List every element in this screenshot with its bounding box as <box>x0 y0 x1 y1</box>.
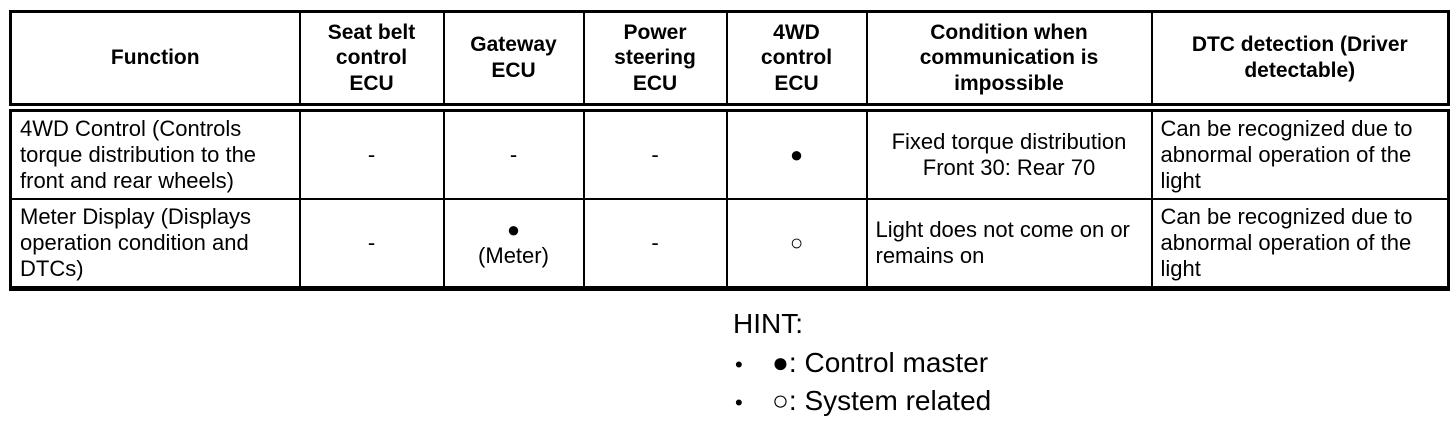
column-header-power-steering-ecu: Power steering ECU <box>582 10 728 112</box>
table-row-4wd-control: 4WD Control (Controls torque distributio… <box>9 106 1450 200</box>
header-row: Function Seat belt control ECU Gateway E… <box>9 10 1450 112</box>
hint-item-label: : System related <box>788 385 992 416</box>
hint-item-control-master: • ● : Control master <box>733 344 991 382</box>
hint-item-label: : Control master <box>788 347 989 378</box>
column-header-4wd-control-ecu: 4WD control ECU <box>725 10 868 112</box>
cell-condition-fixed-torque: Fixed torque distribution Front 30: Rear… <box>865 106 1153 200</box>
column-header-function: Function <box>9 10 301 112</box>
column-header-dtc-detection: DTC detection (Driver detectable) <box>1150 10 1450 112</box>
cell-gateway-dash: - <box>442 106 585 200</box>
ecu-function-table: Function Seat belt control ECU Gateway E… <box>9 10 1450 291</box>
cell-gateway-meter-dot: ● (Meter) <box>442 198 585 290</box>
cell-4wd-system-related-circle-icon: ○ <box>725 198 868 290</box>
hint-title: HINT: <box>733 308 803 339</box>
cell-power-steering-dash: - <box>582 106 728 200</box>
cell-function-4wd-control: 4WD Control (Controls torque distributio… <box>9 106 301 200</box>
cell-condition-light-behavior: Light does not come on or remains on <box>865 198 1153 290</box>
column-header-condition-when-communication-impossible: Condition when communication is impossib… <box>865 10 1153 112</box>
cell-dtc-detection-light: Can be recognized due to abnormal operat… <box>1150 198 1450 290</box>
column-header-gateway-ecu: Gateway ECU <box>442 10 585 112</box>
control-master-dot-icon: ● <box>772 347 789 378</box>
cell-seat-belt-dash: - <box>298 106 445 200</box>
cell-power-steering-dash: - <box>582 198 728 290</box>
cell-dtc-detection-light: Can be recognized due to abnormal operat… <box>1150 106 1450 200</box>
system-related-circle-icon: ○ <box>772 385 789 416</box>
bullet-icon: • <box>735 390 743 415</box>
column-header-seat-belt-control-ecu: Seat belt control ECU <box>298 10 445 112</box>
hint-section: HINT: • ● : Control master • ○ : System … <box>733 308 991 420</box>
bullet-icon: • <box>735 352 743 377</box>
hint-item-system-related: • ○ : System related <box>733 382 991 420</box>
cell-seat-belt-dash: - <box>298 198 445 290</box>
table-row-meter-display: Meter Display (Displays operation condit… <box>9 198 1450 290</box>
cell-4wd-control-master-dot-icon: ● <box>725 106 868 200</box>
cell-function-meter-display: Meter Display (Displays operation condit… <box>9 198 301 290</box>
